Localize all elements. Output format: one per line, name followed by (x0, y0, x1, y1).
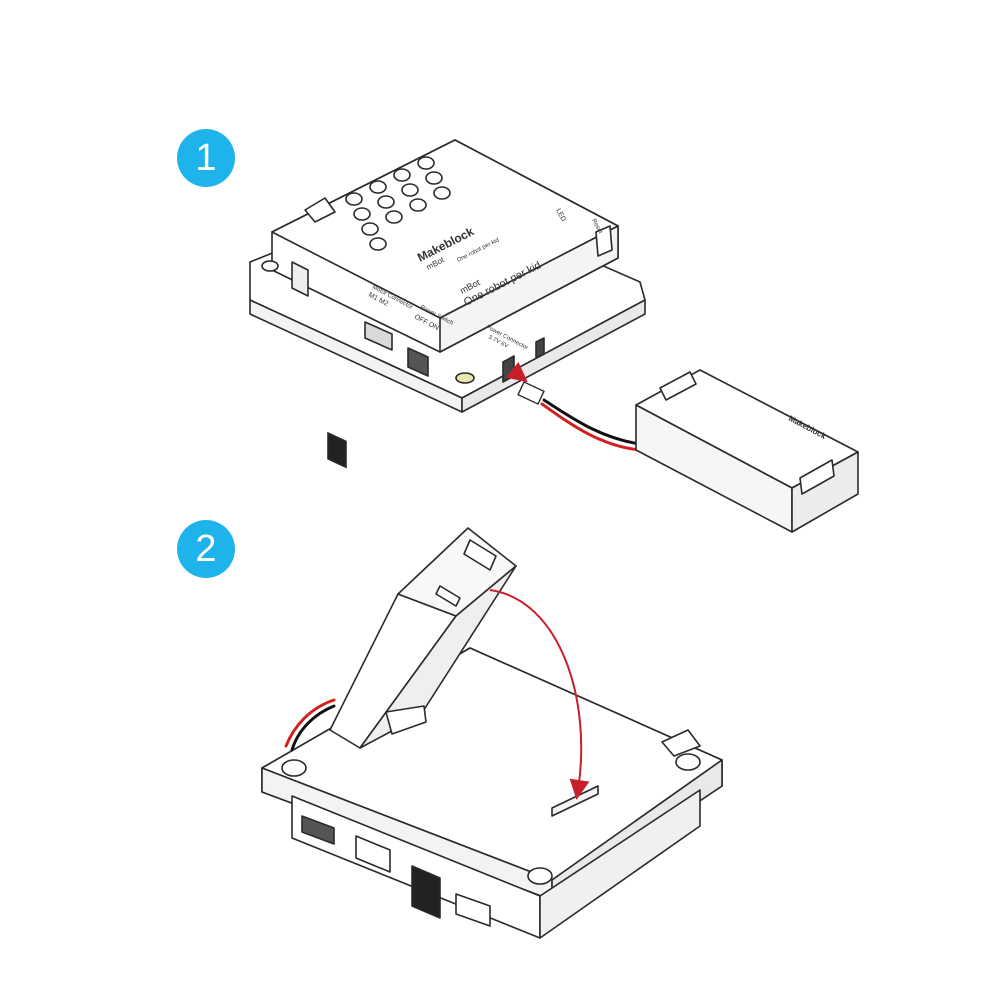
step-2-badge: 2 (177, 520, 235, 578)
battery-side (791, 451, 859, 533)
bottom-port-usb (355, 835, 391, 873)
step-1-badge: 1 (177, 129, 235, 187)
motor-port (327, 432, 347, 469)
power-switch-port (364, 321, 393, 351)
battery-box-step2 (329, 527, 517, 749)
corner-tab-right (595, 225, 613, 257)
battery-tilt-clip-top (463, 539, 497, 571)
curved-insert-arrow (489, 589, 590, 800)
corner-tab-top (304, 197, 336, 223)
power-cable-step2 (284, 698, 336, 752)
step-2-number: 2 (195, 528, 217, 570)
base-plate-side-right (461, 299, 646, 413)
screw-hole-a (281, 759, 307, 777)
bottom-port-switch (301, 815, 335, 845)
battery-tilt-clip-mid (435, 585, 461, 607)
bottom-port-round (455, 893, 491, 927)
screw-hole-front (455, 372, 475, 384)
rear-tab (661, 729, 701, 757)
power-cable-step1 (505, 361, 642, 452)
top-cover-face-right (439, 225, 619, 353)
usb-port-left (291, 261, 309, 297)
screw-hole-c (527, 867, 553, 885)
screw-hole-b (675, 753, 701, 771)
cable-plug (517, 381, 545, 405)
controller-board-step1 (249, 139, 646, 469)
battery-clip-left (659, 371, 697, 401)
step-1-number: 1 (195, 137, 217, 179)
side-slot (535, 337, 545, 359)
button-grid (345, 156, 451, 251)
screw-hole-left (261, 260, 279, 272)
battery-clip-right (799, 459, 835, 495)
lower-body-right (539, 789, 701, 939)
controller-board-step2 (261, 647, 723, 939)
front-port-right (407, 347, 429, 377)
battery-tilt-clip-bottom (385, 705, 427, 735)
battery-box-step1 (635, 369, 859, 533)
bottom-port-motor (411, 865, 441, 919)
